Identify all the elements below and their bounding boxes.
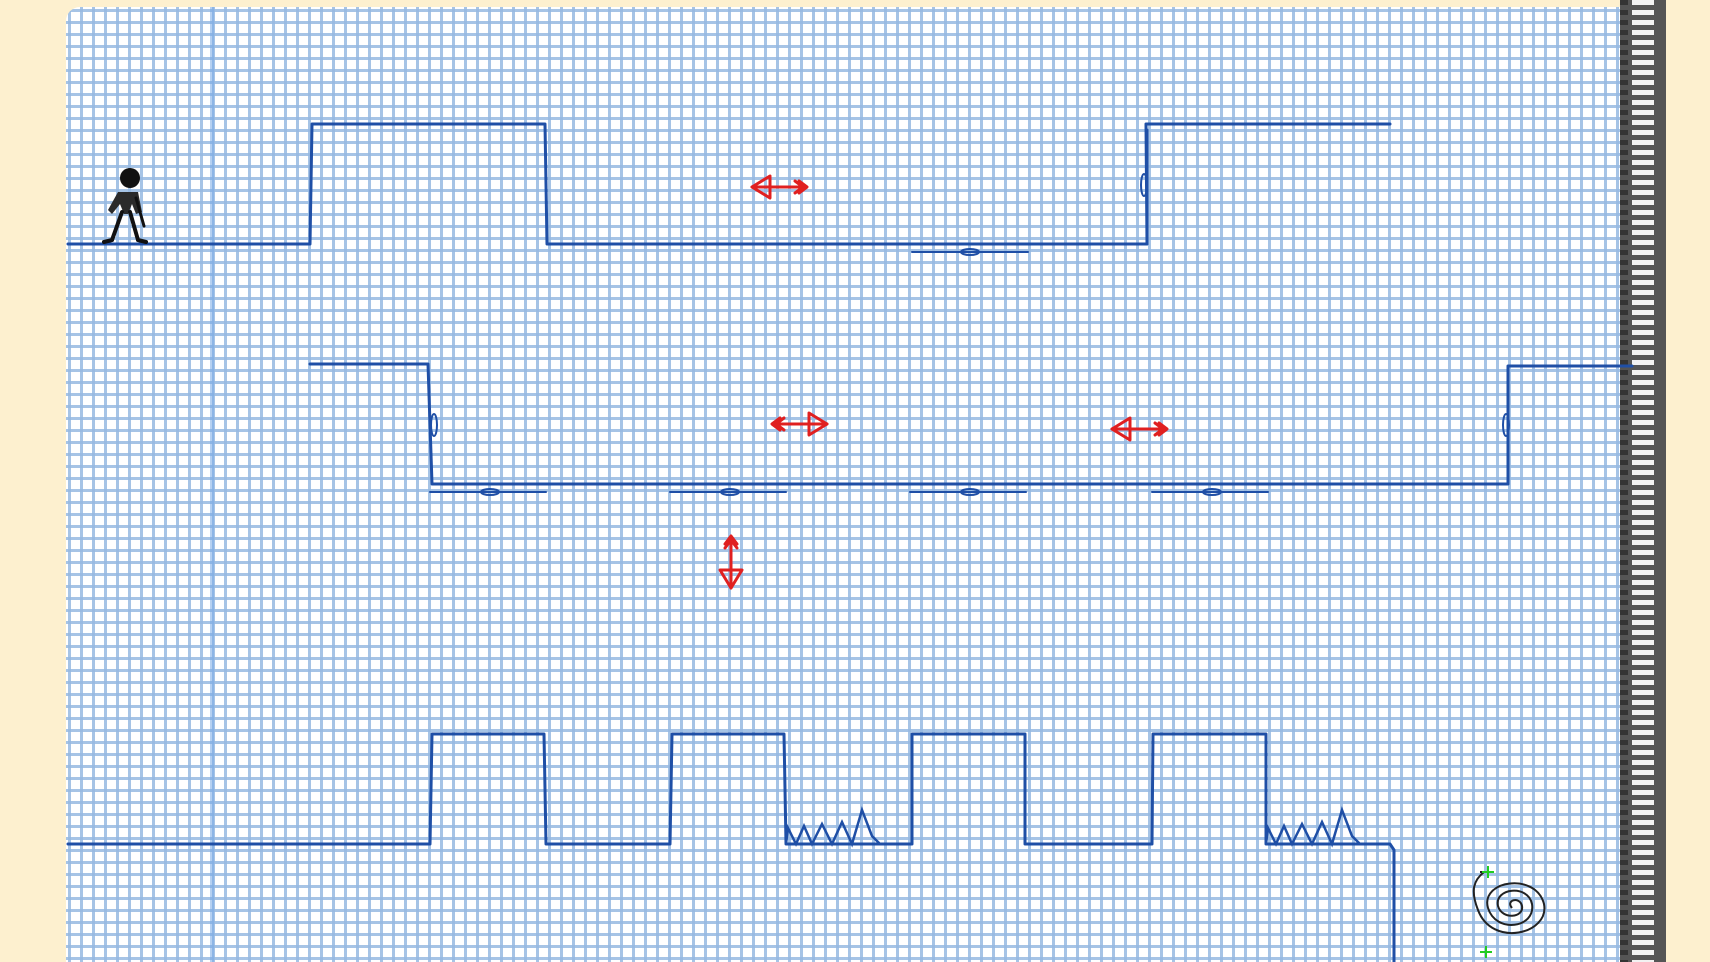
arrow-down-icon [718, 534, 744, 590]
crumble-mark [480, 488, 500, 496]
hinge-mark [1140, 173, 1148, 197]
stick-figure-icon[interactable] [102, 168, 148, 244]
crumble-mark [1202, 488, 1222, 496]
hinge-mark [1502, 413, 1510, 437]
spiral-portal-icon[interactable] [1472, 866, 1546, 958]
sparkle-icon [1480, 946, 1492, 958]
platform-middle-row [308, 362, 1634, 486]
platform-bottom-row [66, 732, 1396, 962]
arrow-left-icon [750, 174, 809, 200]
spiral-binding-shadow [1620, 0, 1666, 962]
arrow-left-icon [1110, 416, 1169, 442]
spike-trap [784, 806, 912, 848]
notebook-margin-line [210, 7, 214, 962]
platform-top-row [66, 122, 1392, 246]
crumble-mark [720, 488, 740, 496]
crumble-mark [960, 248, 980, 256]
spike-trap [1264, 806, 1390, 848]
arrow-right-icon [770, 411, 829, 437]
crumble-mark [960, 488, 980, 496]
hinge-mark [430, 413, 438, 437]
sparkle-icon [1482, 866, 1494, 878]
